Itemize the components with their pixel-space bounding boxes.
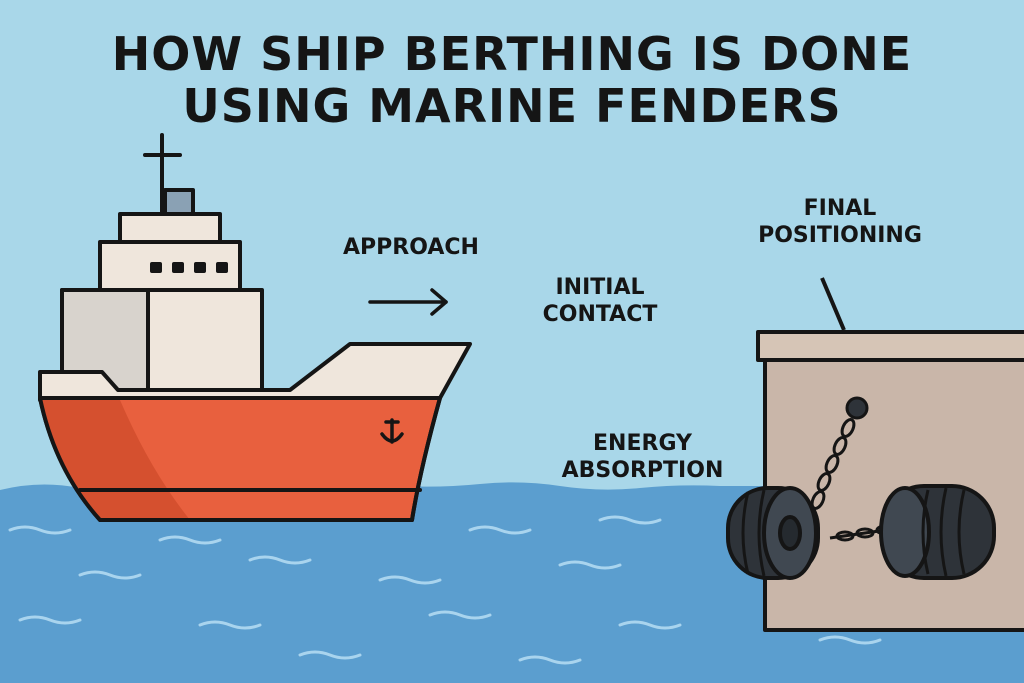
initial-contact-line-2: CONTACT bbox=[542, 302, 658, 327]
stage-label-initial-contact: INITIAL CONTACT bbox=[520, 274, 680, 328]
cylindrical-fender-icon bbox=[726, 484, 996, 580]
stage-label-final-positioning: FINAL POSITIONING bbox=[740, 195, 940, 249]
title-line-1: HOW SHIP BERTHING IS DONE bbox=[111, 27, 913, 81]
approach-text: APPROACH bbox=[343, 235, 479, 260]
ship-bridge bbox=[118, 212, 222, 246]
stage-label-energy-absorption: ENERGY ABSORPTION bbox=[540, 430, 745, 484]
ship-funnel bbox=[163, 188, 195, 217]
wave-lines bbox=[8, 515, 882, 665]
stage-label-approach: APPROACH bbox=[326, 234, 496, 261]
energy-absorption-line-1: ENERGY bbox=[593, 431, 692, 456]
diagram-title: HOW SHIP BERTHING IS DONE USING MARINE F… bbox=[0, 28, 1024, 132]
initial-contact-line-1: INITIAL bbox=[555, 275, 645, 300]
quay-cap bbox=[756, 330, 1024, 362]
anchor-icon bbox=[380, 418, 404, 444]
energy-absorption-line-2: ABSORPTION bbox=[561, 458, 724, 483]
pointer-line bbox=[820, 277, 846, 331]
title-line-2: USING MARINE FENDERS bbox=[182, 79, 842, 133]
ship-windows bbox=[150, 262, 228, 273]
final-positioning-line-1: FINAL bbox=[803, 196, 877, 221]
final-positioning-line-2: POSITIONING bbox=[758, 223, 922, 248]
cargo-ship-icon bbox=[38, 133, 472, 522]
arrow-right-icon bbox=[368, 288, 448, 316]
sea bbox=[0, 480, 1024, 683]
